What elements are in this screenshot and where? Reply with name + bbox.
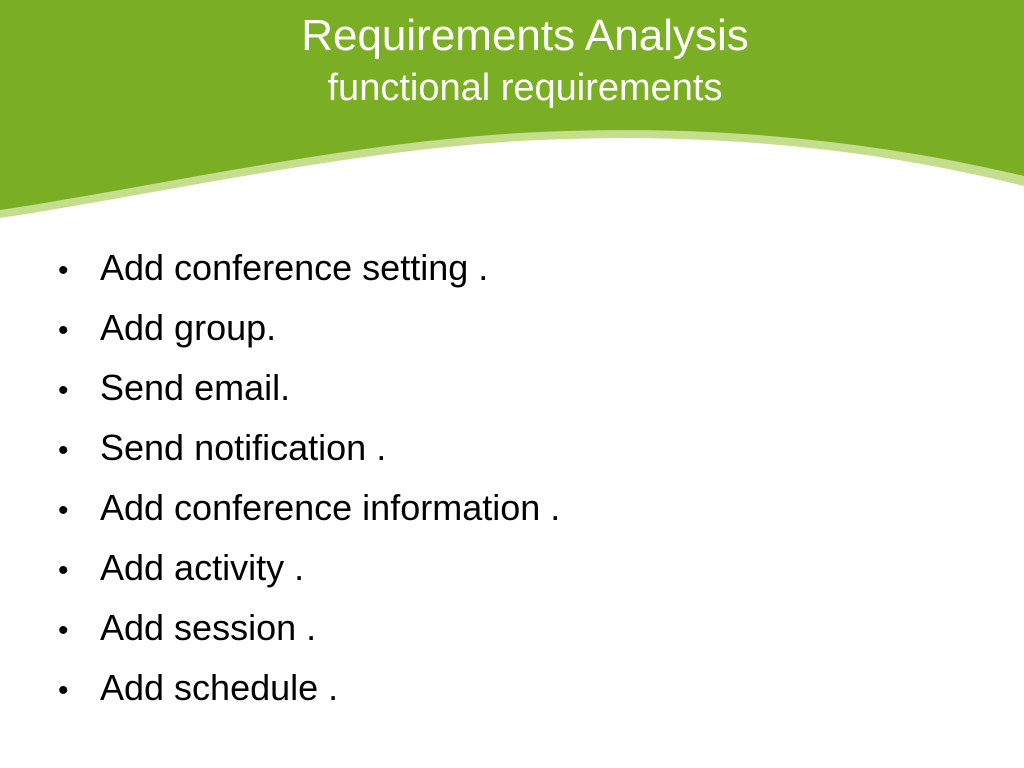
bullet-icon: •	[58, 554, 69, 587]
slide-subtitle: functional requirements	[327, 67, 723, 109]
list-item-text: Add schedule .	[100, 667, 339, 708]
title-block: Requirements Analysis functional require…	[0, 8, 1024, 112]
list-item: • Add schedule .	[58, 658, 560, 718]
list-item-text: Send email.	[100, 367, 291, 408]
bullet-icon: •	[58, 374, 69, 407]
list-item-text: Add group.	[100, 307, 277, 348]
list-item: • Add session .	[58, 598, 560, 658]
header-band	[0, 0, 1024, 218]
list-item-text: Add activity .	[100, 547, 305, 588]
list-item: • Add group.	[58, 298, 560, 358]
bullet-icon: •	[58, 314, 69, 347]
list-item: • Add conference setting .	[58, 238, 560, 298]
requirements-list: • Add conference setting . • Add group. …	[58, 238, 560, 718]
list-item-text: Add conference information .	[100, 487, 561, 528]
list-item-text: Send notification .	[100, 427, 387, 468]
bullet-icon: •	[58, 254, 69, 287]
list-item: • Add activity .	[58, 538, 560, 598]
bullet-icon: •	[58, 674, 69, 707]
list-item: • Send email.	[58, 358, 560, 418]
list-item-text: Add conference setting .	[100, 247, 489, 288]
slide-title: Requirements Analysis	[301, 11, 749, 60]
list-item: • Add conference information .	[58, 478, 560, 538]
bullet-icon: •	[58, 614, 69, 647]
bullet-icon: •	[58, 434, 69, 467]
bullet-icon: •	[58, 494, 69, 527]
list-item-text: Add session .	[100, 607, 317, 648]
list-item: • Send notification .	[58, 418, 560, 478]
header-green-fill	[0, 0, 1024, 210]
